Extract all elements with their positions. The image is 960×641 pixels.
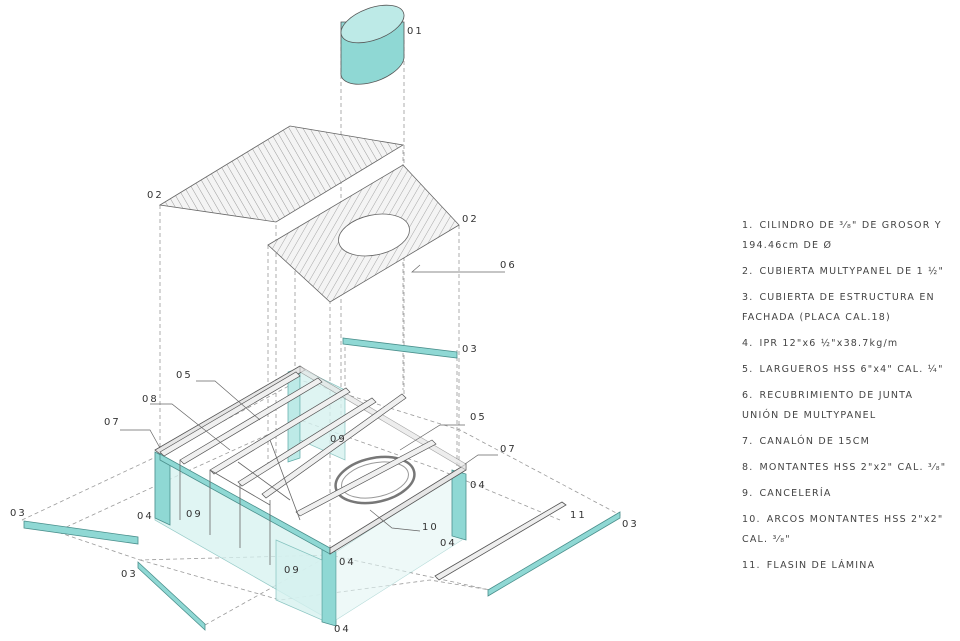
legend-item: 6.RECUBRIMIENTO DE JUNTA UNIÓN DE MULTYP…: [742, 386, 952, 426]
legend-text: CUBIERTA MULTYPANEL DE 1 ½": [759, 266, 945, 277]
callout-04: 04: [339, 557, 356, 568]
legend-item: 5. LARGUEROS HSS 6"x4" CAL. ¼": [742, 360, 952, 380]
legend-number: 10.: [742, 514, 761, 525]
callout-labels: 01 02 02 06 03 05 08 07 05 09 07 04 03 0…: [10, 26, 639, 635]
legend-number: 9.: [742, 488, 754, 499]
legend-text: CILINDRO DE ³⁄₈" DE GROSOR Y 194.46cm DE…: [742, 220, 942, 251]
callout-04: 04: [137, 511, 154, 522]
callout-09: 09: [330, 434, 347, 445]
legend-number: 8.: [742, 462, 754, 473]
legend-item: 8. MONTANTES HSS 2"x2" CAL. ³⁄₈": [742, 458, 952, 478]
callout-04: 04: [470, 480, 487, 491]
floor-arch-ring: [334, 455, 416, 505]
legend-number: 6.: [742, 390, 754, 401]
roof-opening: [338, 213, 410, 257]
legend-number: 5.: [742, 364, 754, 375]
cylinder: [340, 4, 405, 85]
main-structure: [154, 365, 567, 627]
callout-06: 06: [500, 260, 517, 271]
legend-number: 2.: [742, 266, 754, 277]
callout-09: 09: [186, 509, 203, 520]
callout-04: 04: [440, 538, 457, 549]
callout-05: 05: [176, 370, 193, 381]
callout-05: 05: [470, 412, 487, 423]
legend-text: CUBIERTA DE ESTRUCTURA EN FACHADA (PLACA…: [742, 292, 935, 323]
legend-item: 1.CILINDRO DE ³⁄₈" DE GROSOR Y 194.46cm …: [742, 216, 952, 256]
callout-07: 07: [104, 417, 121, 428]
legend-text: ARCOS MONTANTES HSS 2"x2" CAL. ³⁄₈": [742, 514, 944, 545]
fascia-plates: [23, 337, 621, 631]
callout-03: 03: [462, 344, 479, 355]
legend-number: 1.: [742, 220, 754, 231]
callout-07: 07: [500, 444, 517, 455]
callout-03: 03: [121, 569, 138, 580]
legend-item: 3.CUBIERTA DE ESTRUCTURA EN FACHADA (PLA…: [742, 288, 952, 328]
legend-item: 9. CANCELERÍA: [742, 484, 952, 504]
legend-text: MONTANTES HSS 2"x2" CAL. ³⁄₈": [759, 462, 947, 473]
roof-panel-right: [267, 164, 460, 303]
legend-number: 11.: [742, 560, 761, 571]
callout-04: 04: [334, 624, 351, 635]
callout-10: 10: [422, 522, 439, 533]
legend-item: 2. CUBIERTA MULTYPANEL DE 1 ½": [742, 262, 952, 282]
legend-item: 4. IPR 12"x6 ½"x38.7kg/m: [742, 334, 952, 354]
callout-02: 02: [147, 190, 164, 201]
callout-08: 08: [142, 394, 159, 405]
legend-item: 7. CANALÓN DE 15CM: [742, 432, 952, 452]
callout-02: 02: [462, 214, 479, 225]
legend: 1.CILINDRO DE ³⁄₈" DE GROSOR Y 194.46cm …: [742, 216, 952, 582]
legend-text: CANALÓN DE 15CM: [759, 436, 871, 447]
legend-item: 10.ARCOS MONTANTES HSS 2"x2" CAL. ³⁄₈": [742, 510, 952, 550]
legend-text: CANCELERÍA: [759, 488, 832, 499]
legend-number: 7.: [742, 436, 754, 447]
legend-text: FLASIN DE LÁMINA: [766, 560, 876, 571]
legend-number: 3.: [742, 292, 754, 303]
leader-lines: [120, 264, 505, 532]
legend-text: LARGUEROS HSS 6"x4" CAL. ¼": [759, 364, 944, 375]
roof-panel-left: [158, 125, 405, 223]
callout-03: 03: [10, 508, 27, 519]
callout-01: 01: [407, 26, 424, 37]
legend-text: IPR 12"x6 ½"x38.7kg/m: [759, 338, 899, 349]
callout-09: 09: [284, 565, 301, 576]
legend-item: 11. FLASIN DE LÁMINA: [742, 556, 952, 576]
callout-11: 11: [570, 510, 587, 521]
callout-03: 03: [622, 519, 639, 530]
flashing: [434, 501, 567, 581]
legend-number: 4.: [742, 338, 754, 349]
legend-text: RECUBRIMIENTO DE JUNTA UNIÓN DE MULTYPAN…: [742, 390, 914, 421]
